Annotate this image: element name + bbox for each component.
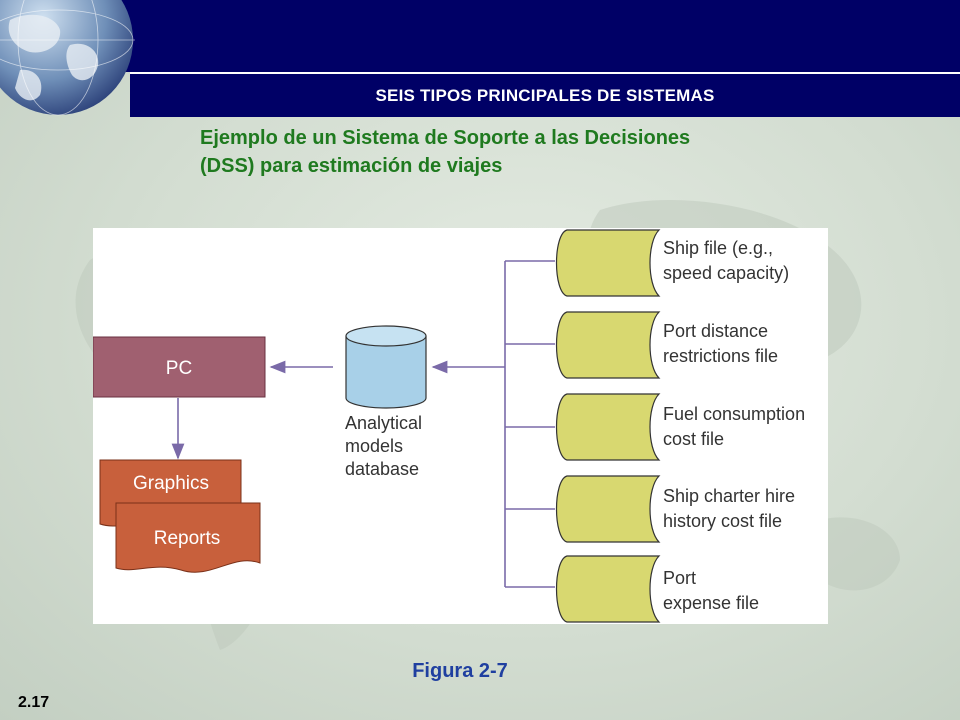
header-bar: SEIS TIPOS PRINCIPALES DE SISTEMAS xyxy=(130,74,960,117)
dss-diagram: PC Graphics Reports Analytical models da… xyxy=(93,228,828,624)
file-port-distance-line-1: Port distance xyxy=(663,321,768,341)
pc-label: PC xyxy=(166,358,192,379)
header-title: SEIS TIPOS PRINCIPALES DE SISTEMAS xyxy=(375,85,715,105)
pc-box xyxy=(93,336,266,398)
globe-icon xyxy=(0,0,135,116)
subtitle-line-1: Ejemplo de un Sistema de Soporte a las D… xyxy=(200,127,691,149)
file-fuel-consumption-line-2: cost file xyxy=(663,429,724,449)
file-ship-line-1: Ship file (e.g., xyxy=(663,238,773,258)
dss-diagram-canvas: PC Graphics Reports Analytical models da… xyxy=(93,229,805,623)
subtitle-line-2: (DSS) para estimación de viajes xyxy=(200,155,503,177)
reports-document xyxy=(115,502,261,573)
slide-subtitle: Ejemplo de un Sistema de Soporte a las D… xyxy=(200,124,840,180)
file-ship-charter-line-2: history cost file xyxy=(663,511,782,531)
file-ship-charter: Ship charter hire history cost file xyxy=(555,475,795,543)
file-port-expense-line-2: expense file xyxy=(663,593,759,613)
file-fuel-consumption: Fuel consumption cost file xyxy=(555,393,805,461)
file-ship: Ship file (e.g., speed capacity) xyxy=(555,229,789,297)
file-ship-charter-line-1: Ship charter hire xyxy=(663,486,795,506)
database-cylinder xyxy=(345,336,427,409)
database-label-line-1: Analytical xyxy=(345,413,422,433)
file-port-expense: Port expense file xyxy=(555,555,759,623)
database-label-line-2: models xyxy=(345,436,403,456)
top-band xyxy=(0,0,960,72)
figure-caption: Figura 2-7 xyxy=(412,660,508,682)
database-label-line-3: database xyxy=(345,459,419,479)
file-port-distance: Port distance restrictions file xyxy=(555,311,778,379)
file-port-expense-line-1: Port xyxy=(663,568,696,588)
database-cylinder-top xyxy=(345,325,427,347)
file-ship-line-2: speed capacity) xyxy=(663,263,789,283)
file-fuel-consumption-line-1: Fuel consumption xyxy=(663,404,805,424)
reports-label: Reports xyxy=(154,528,221,549)
graphics-label: Graphics xyxy=(133,473,209,494)
header-divider xyxy=(130,72,960,74)
page-number: 2.17 xyxy=(18,694,50,711)
file-port-distance-line-2: restrictions file xyxy=(663,346,778,366)
